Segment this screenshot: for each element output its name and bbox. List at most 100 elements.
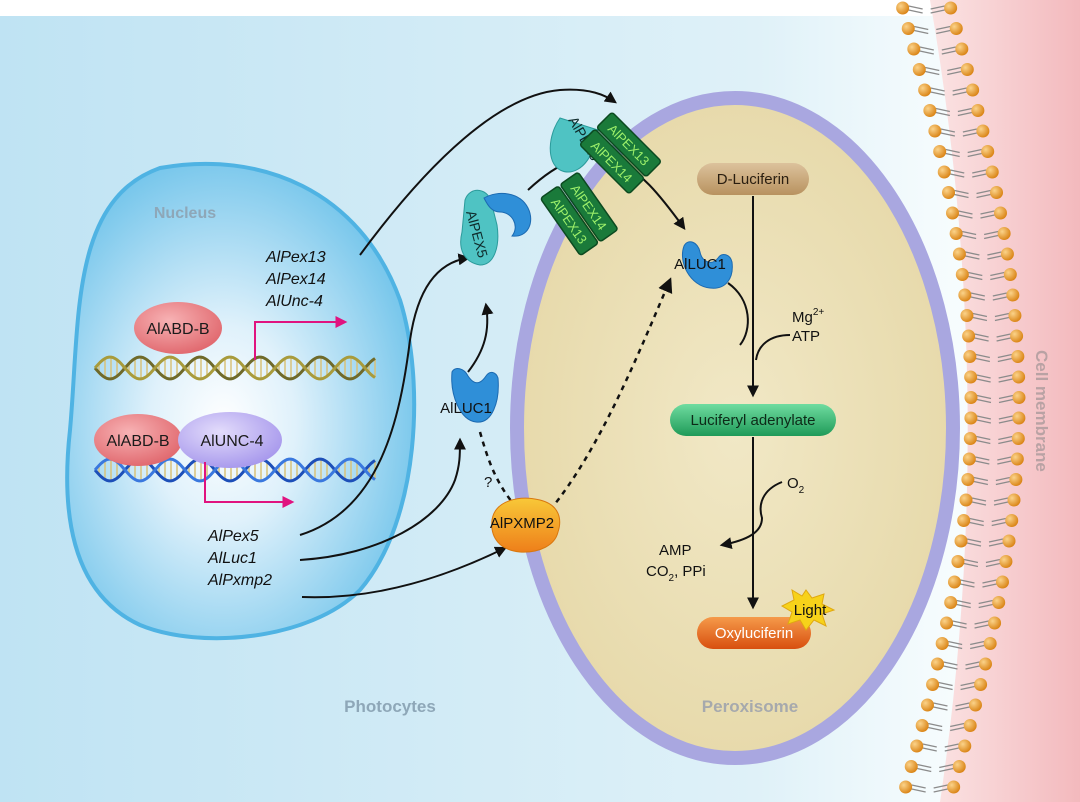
lipid-tail <box>966 542 982 547</box>
lipid-tail <box>950 169 965 174</box>
lipid-head <box>1010 329 1024 343</box>
lipid-tail <box>940 132 956 137</box>
lipid-tail <box>936 29 951 35</box>
lipid-tail <box>935 107 951 113</box>
lipid-head <box>963 432 977 445</box>
lipid-tail <box>993 501 1009 506</box>
lipid-tail <box>976 415 992 420</box>
cell-membrane-label: Cell membrane <box>1032 350 1051 472</box>
lipid-tail <box>963 562 979 568</box>
lipid-tail <box>914 25 929 31</box>
arrow-luc1-to-pex5 <box>467 302 494 373</box>
lipid-tail <box>988 542 1004 547</box>
lipid-tail <box>971 501 987 506</box>
lipid-tail <box>962 132 978 137</box>
lipid-tail <box>998 374 1013 379</box>
alluc1-peroxisome-protein <box>682 241 733 289</box>
oxyluciferin-label: Oxyluciferin <box>715 625 793 642</box>
alpex5-membrane-protein <box>549 117 599 173</box>
transcription-arrow-top <box>254 316 348 360</box>
arrow-o2-byproducts <box>719 481 783 550</box>
lipid-tail <box>919 50 934 55</box>
lipid-tail <box>976 439 991 445</box>
lipid-head <box>918 83 932 97</box>
alpex13-box-bottom <box>540 186 599 256</box>
lipid-tail <box>960 579 975 584</box>
transcription-arrow-bottom <box>204 462 295 508</box>
gene-alpxmp2: AlPxmp2 <box>207 572 272 589</box>
lipid-head <box>995 575 1009 589</box>
lipid-head <box>949 227 963 240</box>
lipid-tail <box>990 275 1005 281</box>
lipid-tail <box>925 70 940 76</box>
lipid-tail <box>968 275 983 281</box>
lipid-tail <box>955 706 970 711</box>
lipid-tail <box>930 5 945 10</box>
arrow-pex5 <box>299 253 471 536</box>
lipid-tail <box>973 480 989 486</box>
d-luciferin-node <box>697 163 809 195</box>
lipid-head <box>964 370 978 384</box>
lipid-tail <box>914 29 929 35</box>
lipid-tail <box>963 558 979 564</box>
lipid-tail <box>938 681 953 687</box>
alpex5-cytosol-protein <box>460 190 499 266</box>
lipid-tail <box>975 460 990 465</box>
lipid-head <box>951 555 965 568</box>
lipid-head <box>1009 473 1023 486</box>
lipid-tail <box>974 620 989 625</box>
lipid-head <box>912 63 926 76</box>
lipid-tail <box>919 46 934 51</box>
lipid-head <box>949 22 963 35</box>
lipid-tail <box>944 743 959 748</box>
luciferyl-adenylate-label: Luciferyl adenylate <box>690 412 815 429</box>
lipid-tail <box>941 46 956 51</box>
lipid-head <box>1012 370 1026 384</box>
question-mark: ? <box>484 474 492 491</box>
lipid-tail <box>983 234 999 240</box>
peroxisome-label: Peroxisome <box>702 697 798 716</box>
lipid-head <box>958 739 972 753</box>
cell-membrane <box>896 1 1026 794</box>
lipid-tail <box>968 271 983 277</box>
lipid-head <box>968 698 982 712</box>
luciferyl-adenylate-node <box>670 404 836 436</box>
lipid-head <box>962 329 976 343</box>
lipid-tail <box>922 747 937 752</box>
lipid-tail <box>917 767 932 773</box>
gene-alpex5: AlPex5 <box>207 528 259 545</box>
lipid-head <box>904 760 918 773</box>
lipid-tail <box>961 234 977 240</box>
lipid-head <box>955 42 969 56</box>
lipid-head <box>959 493 973 507</box>
lipid-tail <box>928 726 943 732</box>
lipid-tail <box>976 378 991 383</box>
lipid-head <box>954 534 968 548</box>
lipid-tail <box>974 337 989 342</box>
lipid-tail <box>987 255 1002 260</box>
lipid-tail <box>994 312 1010 318</box>
d-luciferin-label: D-Luciferin <box>717 171 790 188</box>
lipid-tail <box>954 193 969 199</box>
alpex13-box-top <box>596 112 662 177</box>
lipid-head <box>955 268 969 281</box>
alunc4-label: AlUNC-4 <box>200 433 263 450</box>
alpex14-box-top <box>579 129 645 194</box>
lipid-tail <box>978 603 993 609</box>
lipid-head <box>960 309 974 322</box>
arrow-pex13-pex14 <box>359 88 617 256</box>
lipid-tail <box>939 763 954 769</box>
lipid-head <box>1003 268 1017 281</box>
lipid-tail <box>976 398 992 404</box>
lipid-tail <box>965 251 980 256</box>
lipid-tail <box>908 9 923 14</box>
lipid-tail <box>952 87 967 92</box>
lipid-head <box>964 411 978 425</box>
lipid-tail <box>948 640 963 646</box>
lipid-tail <box>975 353 990 359</box>
lipid-head <box>910 739 924 753</box>
lipid-tail <box>998 398 1014 404</box>
dna-backbone <box>93 355 376 381</box>
alluc1-cytosol-protein <box>451 368 499 423</box>
lipid-head <box>993 206 1007 220</box>
